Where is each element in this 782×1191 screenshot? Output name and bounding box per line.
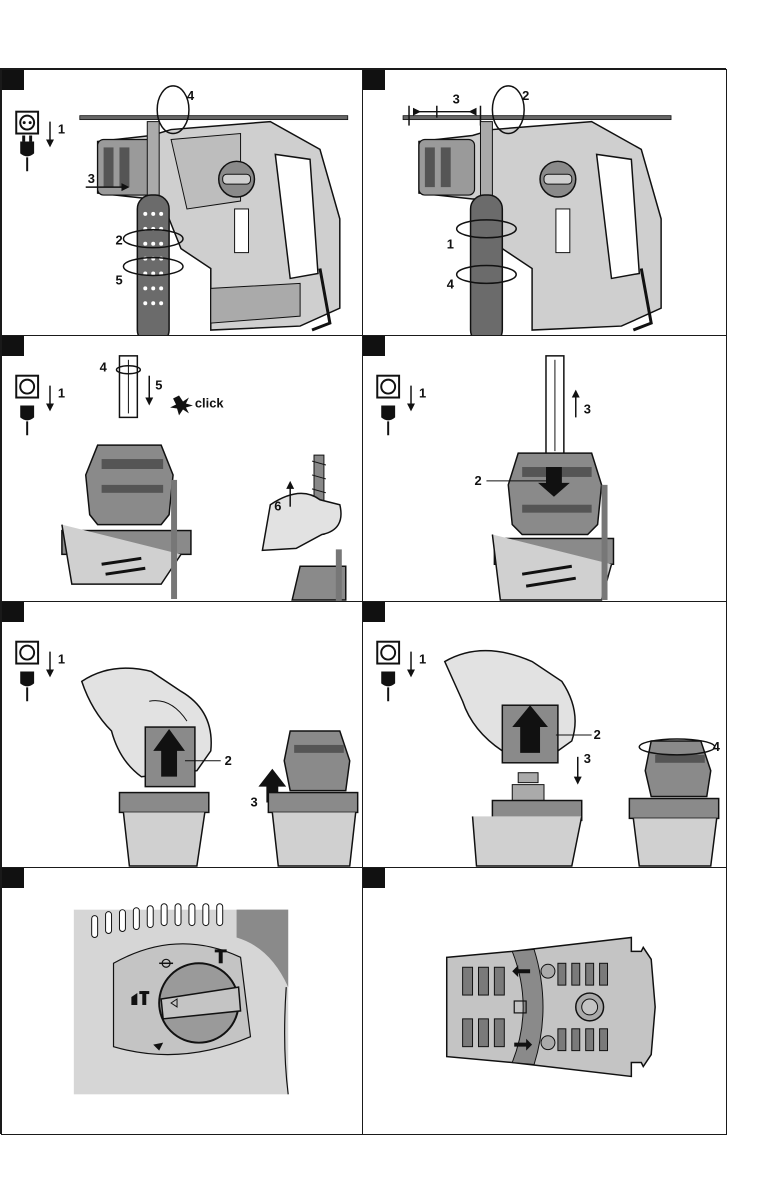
step-label-3: 3: [88, 171, 95, 186]
chuck-illustration: [629, 741, 718, 866]
chuck-illustration: [62, 445, 191, 599]
click-burst-icon: [170, 396, 193, 416]
step-label-3: 3: [453, 92, 460, 107]
step-label-6: 6: [274, 499, 281, 514]
panel-remove-tool: 1 3 2: [362, 335, 727, 602]
gloved-hand-illustration: [82, 668, 211, 866]
power-socket-icon: [16, 112, 38, 134]
panel-chuck-lock: [362, 867, 727, 1135]
panel-depth-gauge: 3 1 2 4: [362, 69, 727, 336]
power-plug-icon: [20, 671, 34, 686]
step-label-2: 2: [116, 233, 123, 248]
panel-insert-tool: 1 4 5 click: [1, 335, 363, 602]
step-label-3: 3: [584, 401, 591, 416]
step-label-2: 2: [522, 88, 529, 103]
power-plug-icon: [381, 671, 395, 686]
hammer-drill-illustration: [419, 122, 661, 335]
power-plug-icon: [381, 405, 395, 420]
step-label-4: 4: [447, 276, 455, 291]
chuck-illustration: [492, 453, 613, 600]
step-label-4: 4: [713, 739, 721, 754]
gloved-hand-illustration: [262, 455, 345, 601]
step-label-5: 5: [155, 378, 162, 393]
step-label-5: 5: [116, 272, 123, 287]
step-label-1: 1: [447, 237, 454, 252]
spindle-illustration: [473, 773, 582, 866]
step-label-1: 1: [419, 386, 426, 401]
step-label-2: 2: [225, 753, 232, 768]
hammer-drill-illustration: [98, 122, 340, 335]
step-label-2: 2: [594, 727, 601, 742]
gloved-hand-illustration: [445, 651, 575, 763]
step-label-1: 1: [58, 652, 65, 667]
chuck-top-view-illustration: [447, 937, 655, 1076]
instruction-figure-grid: 1: [0, 68, 726, 1134]
step-label-4: 4: [187, 88, 195, 103]
panel-mode-selector: [1, 867, 363, 1135]
step-label-1: 1: [58, 122, 65, 137]
chuck-illustration: [268, 731, 357, 866]
housing-closeup-illustration: [74, 904, 288, 1095]
click-text: click: [195, 395, 225, 410]
power-plug-icon: [20, 405, 34, 420]
step-label-1: 1: [58, 386, 65, 401]
step-label-1: 1: [419, 652, 426, 667]
panel-chuck-fitting: 1 2 3 4: [362, 601, 727, 868]
panel-chuck-removal: 1 2 3: [1, 601, 363, 868]
step-label-3: 3: [584, 751, 591, 766]
step-label-4: 4: [100, 360, 108, 375]
step-label-3: 3: [250, 794, 257, 809]
power-plug-icon: [20, 136, 34, 172]
arrow-icon: [46, 122, 54, 148]
panel-side-handle: 1: [1, 69, 363, 336]
step-label-2: 2: [475, 473, 482, 488]
